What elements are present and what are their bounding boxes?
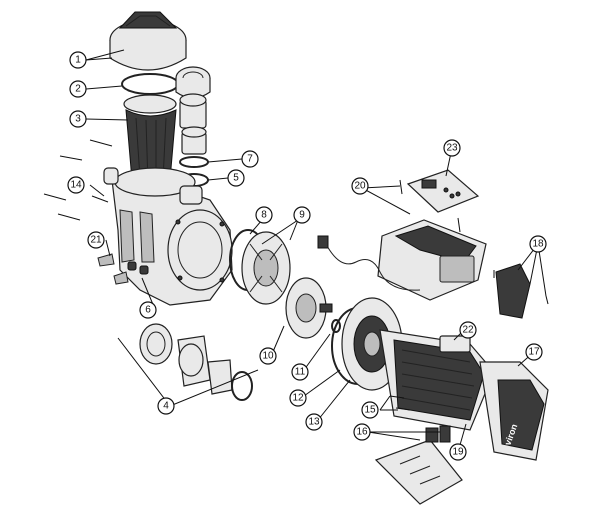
callout-1: 1 [69,51,87,69]
pump-housing [103,167,233,306]
callout-label-10: 10 [262,351,274,362]
callout-23: 23 [443,139,461,157]
union-o-ring-7 [179,156,209,168]
control-panel-overlay [406,169,480,213]
impeller [285,277,333,339]
motor-body [379,329,495,431]
callout-label-11: 11 [295,367,306,378]
callout-label-12: 12 [292,393,304,404]
callout-9: 9 [293,206,311,224]
motor-fan-cover: viron [479,361,549,461]
diffuser [241,231,291,305]
callout-20: 20 [351,177,369,195]
callout-10: 10 [259,347,277,365]
callout-label-17: 17 [528,347,540,358]
callout-label-22: 22 [462,325,474,336]
callout-19: 19 [449,443,467,461]
callout-8: 8 [255,206,273,224]
controller-screws [399,179,461,233]
callout-3: 3 [69,110,87,128]
callout-label-16: 16 [356,427,368,438]
callout-14: 14 [67,176,85,194]
callout-5: 5 [227,169,245,187]
callout-label-13: 13 [308,417,320,428]
callout-label-18: 18 [532,239,544,250]
terminal-cover [493,263,549,319]
drain-plugs [113,261,149,285]
callout-label-3: 3 [75,114,81,125]
callout-label-6: 6 [145,305,151,316]
callout-label-21: 21 [90,235,102,246]
callout-21: 21 [87,231,105,249]
motor-screws [389,395,411,411]
callout-label-9: 9 [299,210,305,221]
callout-12: 12 [289,389,307,407]
callout-6: 6 [139,301,157,319]
callout-label-2: 2 [75,84,81,95]
callout-16: 16 [353,423,371,441]
callout-15: 15 [361,401,379,419]
callout-4: 4 [157,397,175,415]
union-tail-top [179,93,207,155]
callout-13: 13 [305,413,323,431]
callout-label-1: 1 [75,55,81,66]
callout-label-8: 8 [261,210,267,221]
power-cable [317,235,421,291]
housing-bolts [43,139,113,221]
callout-label-19: 19 [452,447,464,458]
motor-base [374,425,463,505]
callout-label-20: 20 [354,181,366,192]
controller-housing [377,219,487,301]
pump-lid [109,11,187,71]
lid-o-ring [121,73,179,95]
callout-label-7: 7 [247,154,253,165]
impeller-o-ring [331,319,341,333]
callout-2: 2 [69,80,87,98]
callout-7: 7 [241,150,259,168]
callout-22: 22 [459,321,477,339]
drain-plug-21 [97,253,115,267]
callout-label-15: 15 [364,405,376,416]
strainer-basket [123,94,177,186]
union-set-bottom [139,323,253,401]
union-nut-top [175,66,211,99]
callout-label-23: 23 [446,143,458,154]
callout-label-4: 4 [163,401,169,412]
callout-17: 17 [525,343,543,361]
callout-label-5: 5 [233,173,239,184]
callout-label-14: 14 [70,180,82,191]
callout-11: 11 [291,363,309,381]
callout-18: 18 [529,235,547,253]
